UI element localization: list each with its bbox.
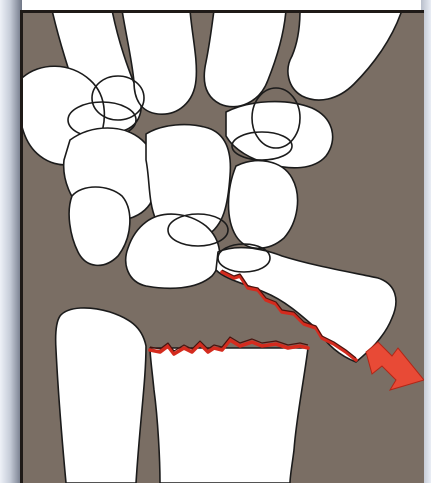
- metacarpal-bone: [204, 10, 286, 107]
- wrist-bones-drawing: [20, 10, 424, 483]
- carpal-bone-pisiform: [69, 187, 130, 265]
- illustration-frame: [20, 10, 424, 483]
- displacement-arrow-icon: [366, 342, 424, 390]
- radius-bone: [150, 348, 308, 483]
- left-shadow-edge: [0, 0, 22, 483]
- carpal-bone-triquetrum: [229, 161, 298, 249]
- carpal-bone-scaphoid: [126, 214, 220, 288]
- metacarpal-bone: [288, 10, 402, 100]
- ulna-bone: [56, 308, 146, 483]
